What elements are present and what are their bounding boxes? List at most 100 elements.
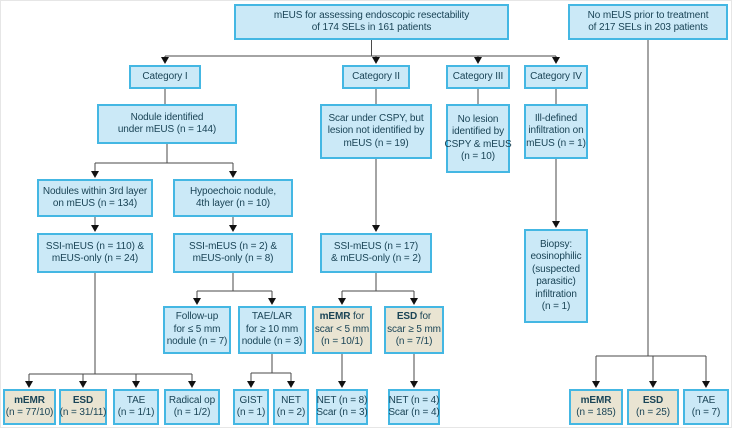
node-cat3-line: Category III bbox=[453, 71, 504, 84]
node-biopsy-line: parasitic) bbox=[536, 276, 576, 289]
node-no_meus-text: of 217 SELs in 203 patients bbox=[588, 22, 708, 33]
arrowhead-icon bbox=[372, 225, 380, 232]
arrowhead-icon bbox=[188, 381, 196, 388]
arrowhead-icon bbox=[287, 381, 295, 388]
arrowhead-icon bbox=[372, 57, 380, 64]
node-ssi2-text: SSI-mEUS (n = 2) & bbox=[189, 240, 277, 252]
node-memr185-line: (n = 185) bbox=[576, 407, 616, 420]
node-illdef-line: mEUS (n = 1) bbox=[526, 138, 586, 151]
node-esd31-line: ESD bbox=[73, 395, 93, 408]
node-tae11-text: (n = 1/1) bbox=[117, 407, 155, 418]
arrowhead-icon bbox=[268, 298, 276, 305]
node-esd_scar-line: ESD for bbox=[397, 311, 431, 324]
node-memr185-text: (n = 185) bbox=[576, 407, 616, 418]
node-esd_scar-line: scar ≥ 5 mm bbox=[387, 324, 441, 337]
node-ssi17-line: SSI-mEUS (n = 17) bbox=[334, 241, 418, 254]
node-gist-text: GIST bbox=[239, 394, 263, 406]
node-nodule-line: under mEUS (n = 144) bbox=[118, 124, 216, 137]
node-followup-text: for ≤ 5 mm bbox=[173, 323, 221, 335]
node-memr77-line: (n = 77/10) bbox=[6, 407, 54, 420]
node-ssi110: SSI-mEUS (n = 110) &mEUS-only (n = 24) bbox=[37, 233, 153, 273]
node-ssi2-text: mEUS-only (n = 8) bbox=[192, 253, 274, 264]
node-cat4-text: Category IV bbox=[530, 70, 582, 82]
node-cat4-line: Category IV bbox=[530, 71, 582, 84]
node-esd25-text: (n = 25) bbox=[636, 407, 670, 418]
node-root-text: of 174 SELs in 161 patients bbox=[311, 22, 432, 33]
node-biopsy-text: (n = 1) bbox=[541, 301, 571, 312]
node-layer3-line: on mEUS (n = 134) bbox=[53, 198, 137, 211]
node-net4-line: NET (n = 4) bbox=[389, 395, 440, 408]
node-radical: Radical op(n = 1/2) bbox=[164, 389, 220, 425]
node-nodule-text: Nodule identified bbox=[130, 111, 204, 123]
node-net2-line: (n = 2) bbox=[276, 407, 306, 420]
node-gist-line: GIST bbox=[240, 395, 263, 408]
node-nolesion-line: No lesion bbox=[458, 114, 499, 127]
node-cat2: Category II bbox=[342, 65, 410, 89]
node-hypo-line: Hypoechoic nodule, bbox=[190, 186, 276, 199]
node-biopsy-text: eosinophilic bbox=[530, 251, 582, 262]
node-ssi110-text: SSI-mEUS (n = 110) & bbox=[45, 240, 145, 252]
node-followup-line: Follow-up bbox=[176, 311, 219, 324]
node-memr_scar-line: mEMR for bbox=[320, 311, 365, 324]
node-memr185-line: mEMR bbox=[581, 395, 612, 408]
node-tae7-text: TAE bbox=[696, 394, 716, 406]
node-memr_scar-line: scar < 5 mm bbox=[315, 324, 369, 337]
arrowhead-icon bbox=[79, 381, 87, 388]
node-gist-text: (n = 1) bbox=[236, 407, 266, 418]
node-followup-line: for ≤ 5 mm bbox=[174, 324, 221, 337]
node-ssi2-line: SSI-mEUS (n = 2) & bbox=[189, 241, 277, 254]
node-esd_scar-line: (n = 7/1) bbox=[396, 336, 433, 349]
node-scar-line: Scar under CSPY, but bbox=[328, 113, 423, 126]
node-memr_scar-text: mEMR bbox=[319, 311, 351, 323]
node-root-line: of 174 SELs in 161 patients bbox=[312, 22, 432, 35]
node-biopsy-text: parasitic) bbox=[536, 276, 576, 287]
node-net2-text: (n = 2) bbox=[276, 407, 306, 418]
node-hypo: Hypoechoic nodule,4th layer (n = 10) bbox=[173, 179, 293, 217]
arrowhead-icon bbox=[410, 298, 418, 305]
node-illdef-line: infiltration on bbox=[528, 125, 583, 138]
node-root-text: mEUS for assessing endoscopic resectabil… bbox=[273, 9, 470, 21]
node-radical-text: Radical op bbox=[168, 394, 216, 406]
arrowhead-icon bbox=[702, 381, 710, 388]
arrowhead-icon bbox=[247, 381, 255, 388]
node-cat4: Category IV bbox=[524, 65, 588, 89]
node-net4-text: NET (n = 4) bbox=[388, 394, 440, 406]
node-net2-text: NET bbox=[281, 394, 301, 406]
node-memr185-text: mEMR bbox=[580, 394, 612, 406]
node-memr_scar-text: scar < 5 mm bbox=[314, 323, 370, 335]
node-radical-text: (n = 1/2) bbox=[173, 407, 211, 418]
arrowhead-icon bbox=[552, 221, 560, 228]
node-ssi17-line: & mEUS-only (n = 2) bbox=[331, 253, 421, 266]
node-biopsy-text: (suspected bbox=[532, 263, 580, 275]
node-scar-text: lesion not identified by bbox=[327, 125, 425, 137]
node-no_meus-line: of 217 SELs in 203 patients bbox=[588, 22, 708, 35]
arrowhead-icon bbox=[338, 381, 346, 388]
arrowhead-icon bbox=[91, 171, 99, 178]
arrowhead-icon bbox=[338, 298, 346, 305]
node-taelar-line: for ≥ 10 mm bbox=[246, 324, 298, 337]
node-followup-text: nodule (n = 7) bbox=[166, 336, 228, 348]
node-tae11-line: TAE bbox=[127, 395, 146, 408]
node-biopsy-line: Biopsy: bbox=[540, 239, 572, 252]
node-no_meus-line: No mEUS prior to treatment bbox=[588, 10, 709, 23]
node-cat1: Category I bbox=[129, 65, 201, 89]
node-scar-line: lesion not identified by bbox=[328, 125, 425, 138]
node-gist: GIST(n = 1) bbox=[233, 389, 269, 425]
node-nodule-text: under mEUS (n = 144) bbox=[117, 124, 217, 135]
node-cat3: Category III bbox=[446, 65, 510, 89]
node-memr77-text: (n = 77/10) bbox=[5, 407, 54, 418]
node-hypo-line: 4th layer (n = 10) bbox=[196, 198, 270, 211]
node-net4-line: Scar (n = 4) bbox=[388, 407, 439, 420]
node-taelar-text: TAE/LAR bbox=[251, 311, 293, 323]
node-ssi17-text: SSI-mEUS (n = 17) bbox=[333, 240, 419, 252]
node-layer3-text: on mEUS (n = 134) bbox=[52, 198, 138, 209]
node-net8-line: NET (n = 8) bbox=[317, 395, 368, 408]
node-biopsy-line: (suspected bbox=[532, 264, 580, 277]
node-layer3-line: Nodules within 3rd layer bbox=[43, 186, 147, 199]
